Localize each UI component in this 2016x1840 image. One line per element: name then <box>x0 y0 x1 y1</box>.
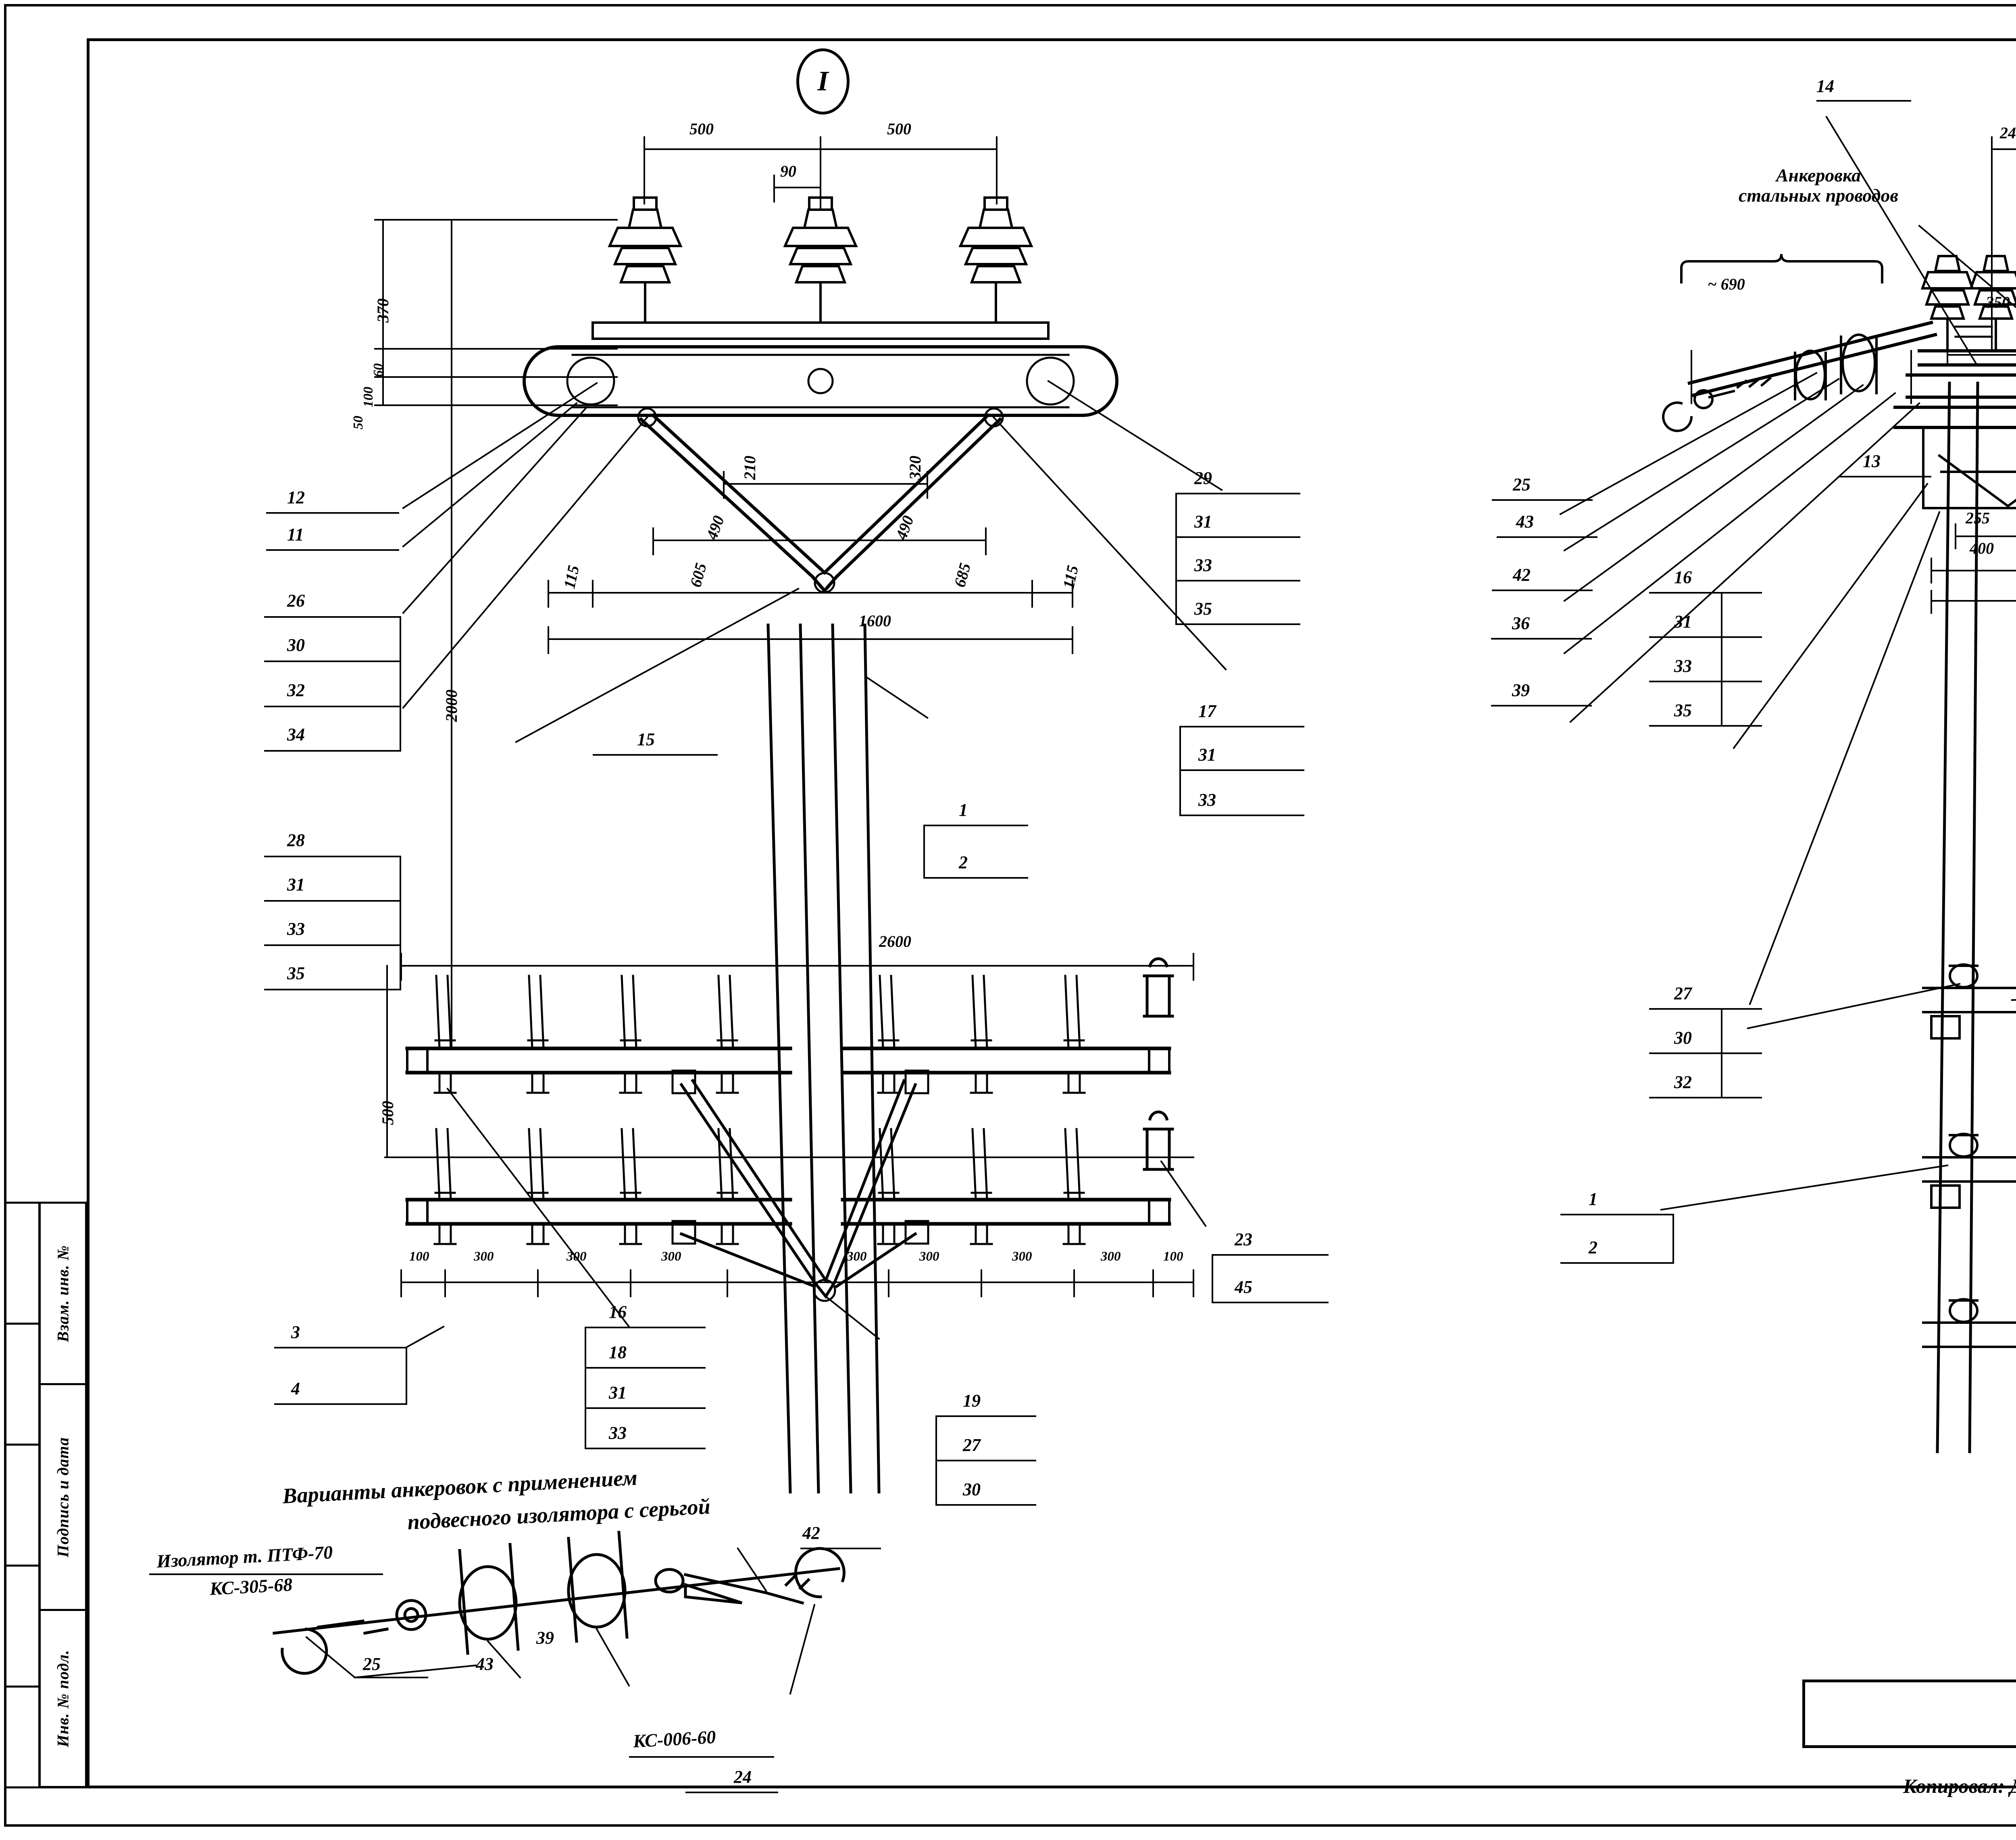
dim-left-370: 370 <box>374 298 392 323</box>
form-side-strip: Взам. инв. № Подпись и дата Инв. № подл. <box>38 1202 87 1788</box>
side-strip-label-0: Взам. инв. № <box>54 1245 72 1342</box>
side-strip-cell-0: Взам. инв. № <box>41 1204 85 1385</box>
detail-callout-42: 42 <box>802 1523 820 1543</box>
dim-left-210: 210 <box>741 456 759 480</box>
dim-pitch-2: 300 <box>566 1249 587 1264</box>
dim-left-500: 500 <box>379 1101 397 1125</box>
revision-tick-column <box>6 1202 39 1788</box>
copy-note: Копировал: Дол <box>1903 1775 2016 1797</box>
dim-right-690: ~ 690 <box>1708 275 1745 293</box>
dim-left-top-500b: 500 <box>887 120 911 138</box>
sheet-inner-frame <box>87 38 2016 1788</box>
dim-right-350: 350 <box>1986 293 2010 311</box>
side-strip-cell-1: Подпись и дата <box>41 1385 85 1611</box>
dim-left-2000: 2000 <box>442 690 460 722</box>
title-block-code-cell: 3.501.1-145. 0-7 <box>1805 1682 2016 1745</box>
detail-marker-label: I <box>817 66 829 97</box>
dim-right-240: 240 <box>2000 124 2016 142</box>
detail-callout-39: 39 <box>536 1628 554 1648</box>
sheet-outer-frame <box>4 4 2016 1827</box>
dim-pitch-7: 300 <box>1101 1249 1121 1264</box>
underline-code-right <box>629 1756 774 1758</box>
dim-left-top-500a: 500 <box>689 120 714 138</box>
dim-pitch-1: 300 <box>474 1249 494 1264</box>
side-strip-cell-2: Инв. № подл. <box>41 1611 85 1786</box>
dim-pitch-8: 100 <box>1163 1249 1183 1264</box>
detail-callout-25: 25 <box>363 1654 381 1674</box>
dim-right-400: 400 <box>1970 539 1994 557</box>
detail-callout-24: 24 <box>734 1767 752 1787</box>
dim-pitch-6: 300 <box>1012 1249 1032 1264</box>
leader-14 <box>1816 100 1911 102</box>
detail-callout-43: 43 <box>476 1654 494 1674</box>
dim-pitch-0: 100 <box>409 1249 429 1264</box>
dim-pitch-4: 300 <box>847 1249 867 1264</box>
callout-right-14: 14 <box>1816 76 1834 96</box>
dim-pitch-3: 300 <box>661 1249 681 1264</box>
dim-left-100: 100 <box>361 387 376 407</box>
detail-label-code-right: КС-006-60 <box>632 1726 716 1752</box>
dim-pitch-5: 300 <box>919 1249 939 1264</box>
dim-left-320: 320 <box>906 456 924 480</box>
leader-24 <box>685 1792 778 1793</box>
heading-anchoring-steel: Анкеровка стальных проводов <box>1738 165 1899 206</box>
dim-left-top-90: 90 <box>780 162 796 180</box>
title-block: 3.501.1-145. 0-7 Лист 8 <box>1802 1680 2016 1748</box>
underline-insulator <box>149 1573 383 1575</box>
dim-left-60: 60 <box>371 363 386 377</box>
side-strip-label-1: Подпись и дата <box>54 1437 72 1557</box>
detail-marker-circle: I <box>796 48 850 115</box>
dim-left-2600: 2600 <box>879 932 911 950</box>
dim-left-50: 50 <box>351 416 366 429</box>
detail-label-code-left: КС-305-68 <box>209 1574 293 1599</box>
dim-left-1600: 1600 <box>859 612 891 630</box>
side-strip-label-2: Инв. № подл. <box>54 1650 72 1747</box>
dim-right-255: 255 <box>1966 509 1990 527</box>
leader-42 <box>800 1548 881 1549</box>
